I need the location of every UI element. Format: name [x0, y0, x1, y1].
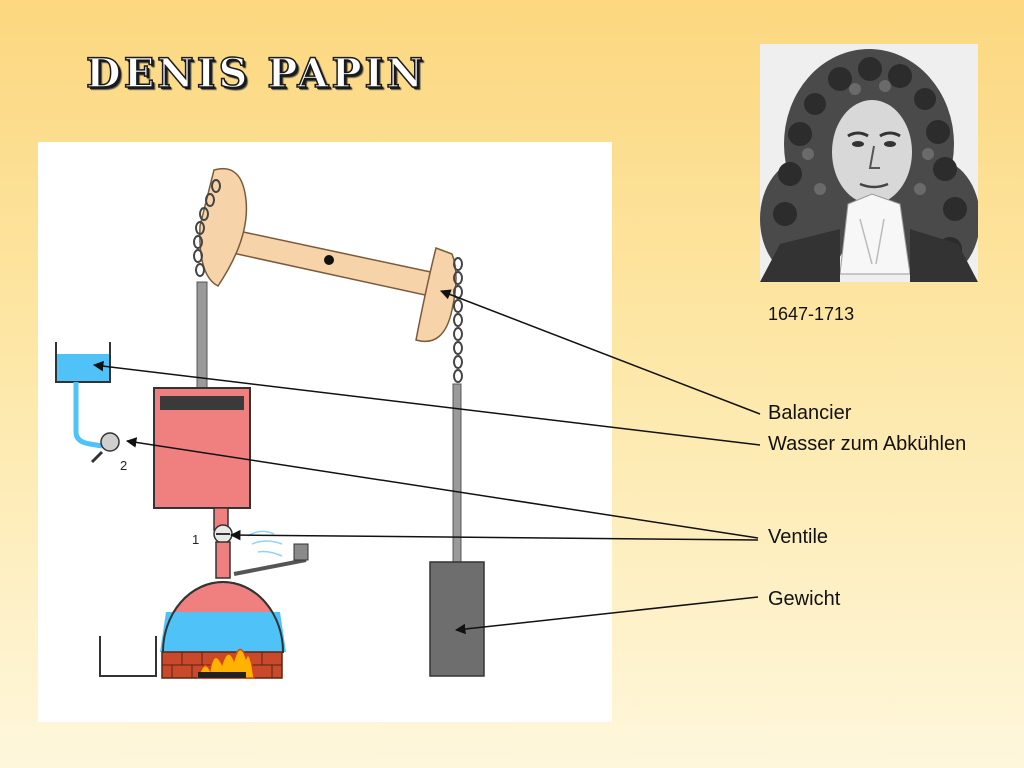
label-gewicht: Gewicht [768, 588, 841, 610]
label-wasser: Wasser zum Abkühlen [768, 433, 967, 455]
steam-engine-diagram: 1 2 [38, 142, 612, 722]
portrait-image [760, 44, 978, 282]
balancier-beam [199, 167, 457, 343]
left-chain [193, 179, 221, 277]
label-ventile: Ventile [768, 526, 829, 548]
life-years: 1647-1713 [768, 304, 855, 324]
beam-pivot [324, 255, 334, 265]
valve-1-number: 1 [192, 532, 199, 547]
portrait-cravat [839, 193, 911, 275]
slide-title: DENIS PAPIN [85, 49, 426, 98]
safety-valve [233, 530, 309, 576]
steam-cylinder [153, 387, 251, 531]
label-balancier: Balancier [768, 402, 852, 424]
counter-weight [429, 561, 485, 677]
weight-rod [452, 383, 462, 563]
fire [196, 648, 255, 679]
furnace [161, 648, 283, 679]
collecting-vessel [99, 636, 157, 677]
valve-1 [213, 524, 233, 544]
valve-2-number: 2 [120, 458, 127, 473]
boiler [160, 581, 286, 653]
piston-rod [196, 281, 208, 395]
